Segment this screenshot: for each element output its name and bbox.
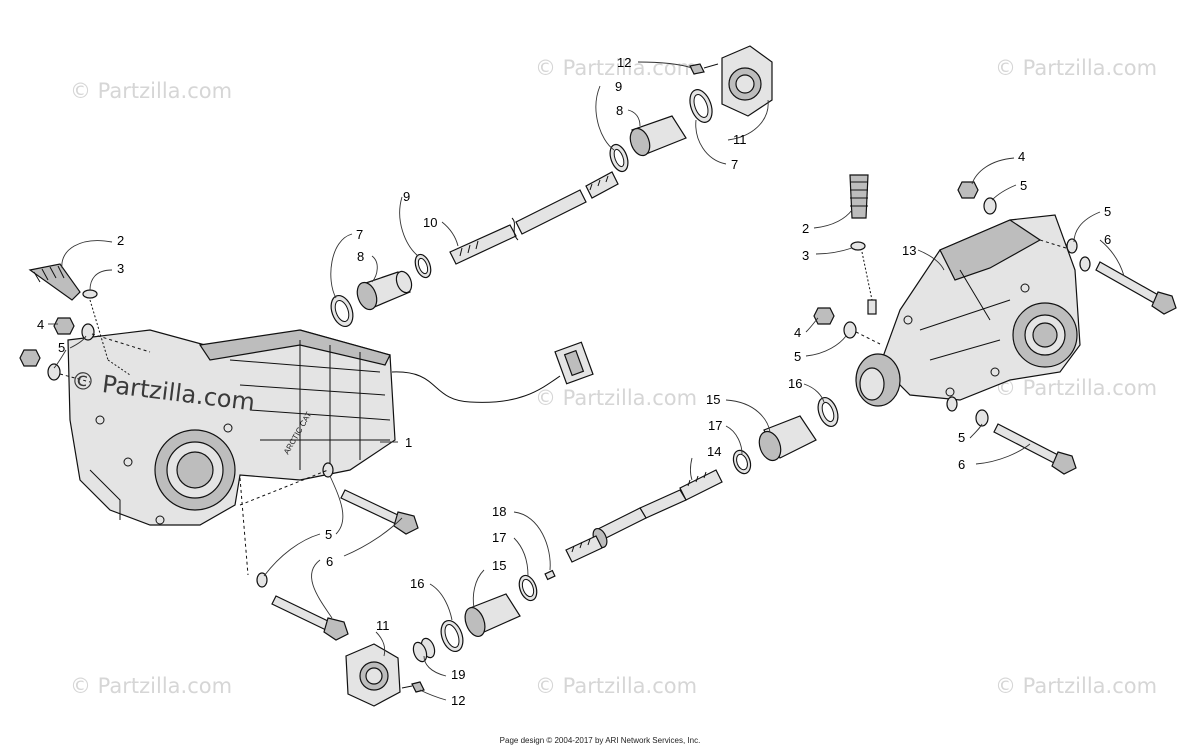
callout-4: 4: [1018, 149, 1025, 164]
callout-5: 5: [1104, 204, 1111, 219]
upper-left-seals: [330, 253, 432, 328]
callout-17: 17: [492, 530, 506, 545]
callout-16: 16: [410, 576, 424, 591]
callout-11: 11: [733, 132, 747, 147]
watermark: © Partzilla.com: [70, 79, 232, 103]
left-lower-bolts: [239, 462, 419, 641]
callout-19: 19: [451, 667, 465, 682]
callout-5: 5: [58, 340, 65, 355]
callout-14: 14: [707, 444, 721, 459]
callout-6: 6: [326, 554, 333, 569]
watermark: © Partzilla.com: [995, 376, 1157, 400]
lower-right-seals: [732, 396, 839, 475]
callout-5: 5: [325, 527, 332, 542]
right-fasteners: [813, 181, 1177, 475]
callout-15: 15: [492, 558, 506, 573]
callout-2: 2: [117, 233, 124, 248]
callout-5: 5: [958, 430, 965, 445]
callout-3: 3: [117, 261, 124, 276]
callout-12: 12: [451, 693, 465, 708]
callout-8: 8: [616, 103, 623, 118]
left-breather: [28, 263, 131, 376]
callout-4: 4: [794, 325, 801, 340]
callout-15: 15: [706, 392, 720, 407]
callout-7: 7: [356, 227, 363, 242]
callout-8: 8: [357, 249, 364, 264]
callout-1: 1: [405, 435, 412, 450]
watermark: © Partzilla.com: [995, 674, 1157, 698]
front-gearcase-assembly: ARCTIC CAT: [67, 329, 594, 526]
lower-left-seals: [345, 574, 538, 707]
right-breather: [849, 174, 877, 315]
callout-18: 18: [492, 504, 506, 519]
callout-13: 13: [902, 243, 916, 258]
callout-2: 2: [802, 221, 809, 236]
callout-4: 4: [37, 317, 44, 332]
watermark: © Partzilla.com: [535, 386, 697, 410]
callout-12: 12: [617, 55, 631, 70]
callout-7: 7: [731, 157, 738, 172]
callout-6: 6: [1104, 232, 1111, 247]
watermark: © Partzilla.com: [995, 56, 1157, 80]
callout-5: 5: [794, 349, 801, 364]
watermark: © Partzilla.com: [70, 674, 232, 698]
left-fasteners: [19, 317, 151, 383]
upper-driveshaft: [449, 171, 619, 265]
callout-6: 6: [958, 457, 965, 472]
lower-driveshaft: [544, 469, 723, 581]
callout-17: 17: [708, 418, 722, 433]
callout-16: 16: [788, 376, 802, 391]
callout-11: 11: [376, 618, 390, 633]
footer-copyright: Page design © 2004-2017 by ARI Network S…: [499, 736, 701, 745]
watermark: © Partzilla.com: [535, 674, 697, 698]
upper-right-seals: [609, 45, 773, 173]
callout-5: 5: [1020, 178, 1027, 193]
callout-layer: 1 2 3 4 5 5 6 7 8 9 10 12: [37, 55, 1125, 708]
watermark: © Partzilla.com: [535, 56, 697, 80]
callout-9: 9: [615, 79, 622, 94]
callout-10: 10: [423, 215, 437, 230]
callout-3: 3: [802, 248, 809, 263]
watermark-layer: © Partzilla.com © Partzilla.com © Partzi…: [70, 56, 1157, 698]
rear-gearcase-assembly: [855, 214, 1081, 407]
callout-9: 9: [403, 189, 410, 204]
